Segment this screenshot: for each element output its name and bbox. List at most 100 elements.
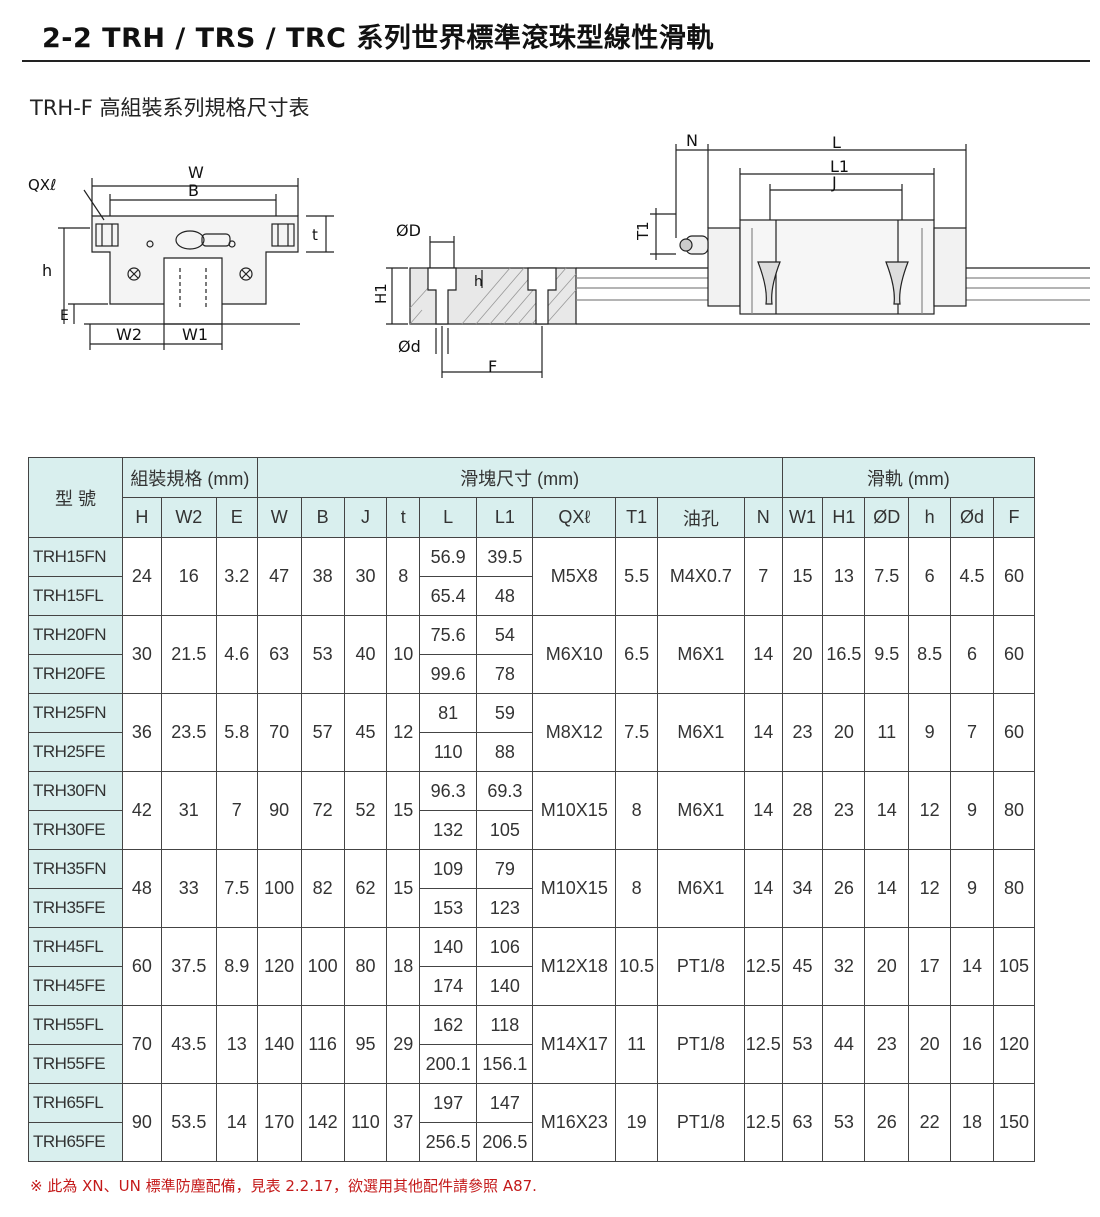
table-cell: 16 [160,537,217,616]
spec-table: 型 號 組裝規格 (mm) 滑塊尺寸 (mm) 滑軌 (mm) H W2 E W… [28,457,1036,1162]
table-cell: 4.5 [950,537,994,616]
col-header: J [343,497,388,538]
model-cell: TRH20FE [28,654,123,694]
table-cell: 20 [908,1005,952,1084]
table-cell: 156.1 [476,1044,534,1084]
table-cell: 70 [121,1005,162,1084]
col-header: N [743,497,783,538]
table-cell: M14X17 [532,1005,617,1084]
diagram-label-w1: W1 [182,325,208,344]
diagram-label-b: B [188,181,199,200]
table-cell: 45 [781,927,824,1006]
table-cell: 7.5 [215,849,258,928]
col-header: Ød [950,497,994,538]
header-rail: 滑軌 (mm) [781,457,1036,498]
table-cell: 56.9 [419,537,478,577]
table-cell: 8.9 [215,927,258,1006]
front-view-diagram [58,178,334,350]
table-cell: 5.8 [215,693,258,772]
col-header: L1 [476,497,534,538]
table-cell: 14 [743,849,783,928]
table-cell: 80 [343,927,388,1006]
table-cell: M5X8 [532,537,617,616]
table-cell: 53.5 [160,1083,217,1162]
table-cell: 30 [343,537,388,616]
table-cell: 9.5 [864,615,910,694]
table-cell: 116 [300,1005,345,1084]
col-header: W1 [781,497,824,538]
table-cell: 206.5 [476,1122,534,1162]
table-cell: 118 [476,1005,534,1045]
table-cell: 8 [615,771,659,850]
table-cell: 200.1 [419,1044,478,1084]
table-cell: 22 [908,1083,952,1162]
table-cell: 106 [476,927,534,967]
table-cell: 69.3 [476,771,534,811]
table-cell: 57 [300,693,345,772]
table-cell: 8 [386,537,421,616]
table-cell: 19 [615,1083,659,1162]
table-cell: M16X23 [532,1083,617,1162]
diagram-label-l1: L1 [830,157,849,176]
table-cell: 256.5 [419,1122,478,1162]
table-cell: 90 [121,1083,162,1162]
table-cell: 6.5 [615,615,659,694]
table-cell: 65.4 [419,576,478,616]
diagram-label-h: h [42,261,52,280]
diagram-label-f: F [488,357,497,376]
table-cell: 60 [992,615,1036,694]
page-title: 2-2 TRH / TRS / TRC 系列世界標準滾珠型線性滑軌 [42,23,714,54]
table-cell: 20 [864,927,910,1006]
table-cell: PT1/8 [657,1083,745,1162]
model-cell: TRH35FN [28,849,123,889]
table-cell: 170 [256,1083,302,1162]
col-header: 油孔 [657,497,745,538]
table-cell: 72 [300,771,345,850]
table-cell: 95 [343,1005,388,1084]
table-cell: 20 [781,615,824,694]
table-cell: 7 [215,771,258,850]
table-cell: 14 [743,615,783,694]
table-cell: 32 [822,927,866,1006]
table-cell: 7 [743,537,783,616]
table-cell: 40 [343,615,388,694]
model-cell: TRH20FN [28,615,123,655]
table-cell: 80 [992,771,1036,850]
col-header: E [215,497,258,538]
model-cell: TRH55FL [28,1005,123,1045]
table-cell: 120 [992,1005,1036,1084]
table-cell: 15 [781,537,824,616]
table-cell: 110 [343,1083,388,1162]
table-cell: 60 [992,693,1036,772]
table-cell: 45 [343,693,388,772]
table-cell: 21.5 [160,615,217,694]
table-cell: 28 [781,771,824,850]
table-cell: 15 [386,771,421,850]
table-cell: M6X1 [657,849,745,928]
table-cell: 7 [950,693,994,772]
table-cell: 9 [950,849,994,928]
col-header: t [386,497,421,538]
table-cell: 99.6 [419,654,478,694]
table-cell: 82 [300,849,345,928]
table-cell: 105 [476,810,534,850]
table-cell: 20 [822,693,866,772]
table-cell: 15 [386,849,421,928]
diagram-label-h1: H1 [372,283,390,304]
table-cell: 53 [781,1005,824,1084]
col-header: h [908,497,952,538]
header-assembly: 組裝規格 (mm) [121,457,258,498]
col-header: T1 [615,497,659,538]
table-cell: 23 [781,693,824,772]
col-header: F [992,497,1036,538]
col-header: H [121,497,162,538]
table-cell: M8X12 [532,693,617,772]
side-view-diagram [650,144,967,315]
table-cell: 37 [386,1083,421,1162]
